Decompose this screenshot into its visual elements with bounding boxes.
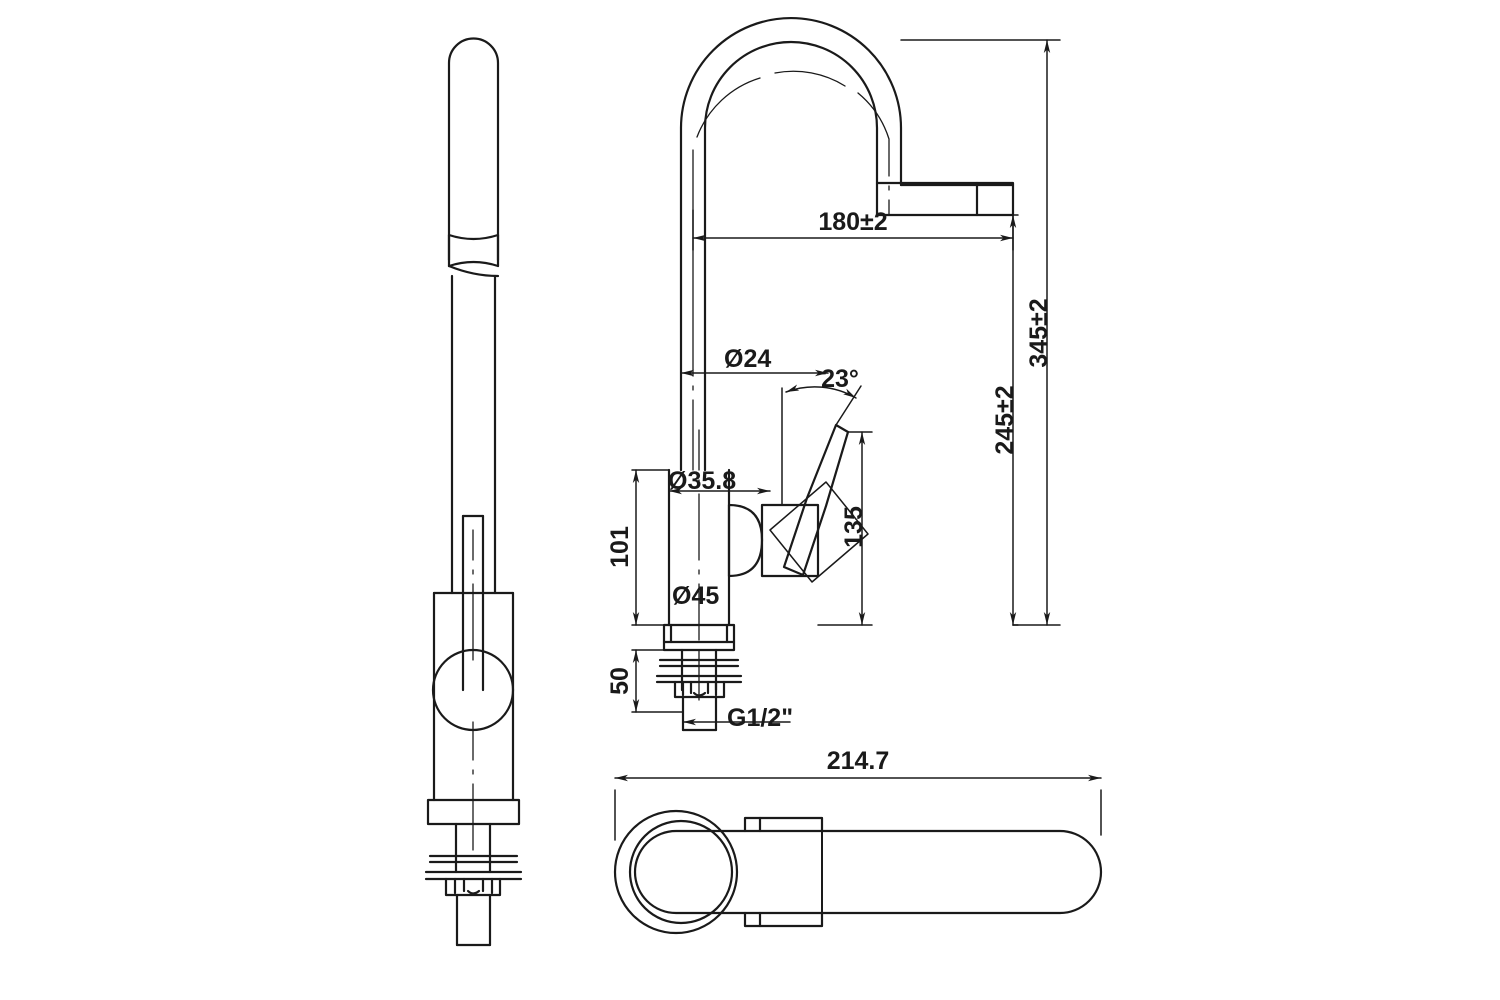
dimension-lines [614,39,1102,841]
dim-base-dia: Ø45 [672,582,719,610]
top-view [613,809,1103,935]
front-view [655,16,1015,732]
dim-reach: 180±2 [818,208,887,236]
dim-overall-height: 345±2 [1025,298,1053,367]
dim-handle-angle: 23° [821,365,859,393]
side-view [424,37,523,947]
dim-plan-length: 214.7 [827,747,890,775]
dim-spout-tube-dia: Ø24 [724,345,771,373]
dim-thread-length: 50 [606,667,634,695]
dim-spout-height: 245±2 [991,385,1019,454]
dim-handle-height: 135 [840,506,868,548]
dim-body-upper-dia: Ø35.8 [668,467,736,495]
dimension-labels: 180±2 345±2 245±2 135 101 50 Ø24 Ø35.8 Ø… [606,208,1053,775]
dim-body-height: 101 [606,526,634,568]
dim-thread-size: G1/2" [727,704,793,732]
